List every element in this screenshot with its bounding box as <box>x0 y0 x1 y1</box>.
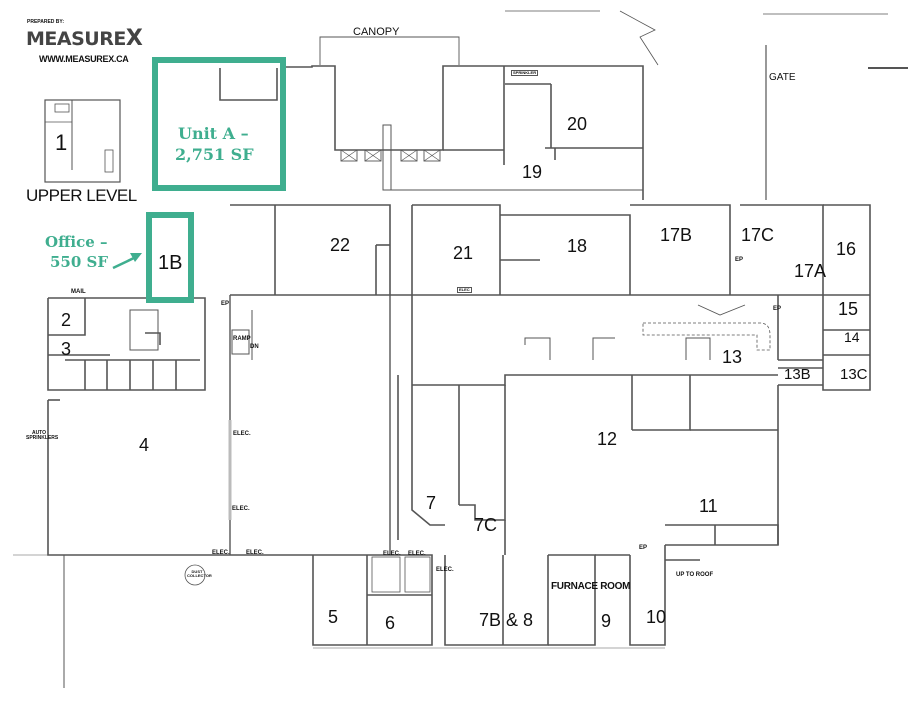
unit-label-17c[interactable]: 17C <box>741 225 775 245</box>
arrow-icon <box>112 253 142 270</box>
unit-label-10[interactable]: 10 <box>646 607 667 627</box>
elec-label-7: ELEC. <box>408 551 426 557</box>
unit-label-4[interactable]: 4 <box>139 435 150 455</box>
unit-label-17a[interactable]: 17A <box>794 261 827 281</box>
up-to-roof-label: UP TO ROOF <box>676 572 714 578</box>
measurex-logo: MEASUREX <box>26 26 143 51</box>
unit-label-7c[interactable]: 7C <box>474 515 498 535</box>
unit-label-2[interactable]: 2 <box>61 310 72 330</box>
unit-a-area: 2,751 SF <box>175 145 254 164</box>
elec-label-1: ELEC. <box>233 431 251 437</box>
dn-label: DN <box>250 344 259 350</box>
elec-label-4: ELEC. <box>212 550 230 556</box>
ep-label-1: EP <box>221 301 230 307</box>
upper-level-title: UPPER LEVEL <box>26 186 137 205</box>
unit-label-17b[interactable]: 17B <box>660 225 693 245</box>
unit-label-13[interactable]: 13 <box>722 347 743 367</box>
unit-label-6[interactable]: 6 <box>385 613 396 633</box>
unit-label-18[interactable]: 18 <box>567 236 588 256</box>
canopy-label: CANOPY <box>353 26 400 38</box>
website-link[interactable]: WWW.MEASUREX.CA <box>39 54 129 64</box>
unit-label-16[interactable]: 16 <box>836 239 857 259</box>
unit-label-14[interactable]: 14 <box>844 329 860 345</box>
unit-label-20[interactable]: 20 <box>567 114 588 134</box>
auto-sprinklers-label: AUTO SPRINKLERS <box>26 430 59 441</box>
unit-label-19[interactable]: 19 <box>522 162 543 182</box>
unit-label-15[interactable]: 15 <box>838 299 859 319</box>
elec-label-6: ELEC. <box>383 551 401 557</box>
mail-label: MAIL <box>71 289 86 295</box>
elec-box-label: ELEC <box>457 287 472 293</box>
ep-label-3: EP <box>773 306 782 312</box>
gate-label: GATE <box>769 72 796 83</box>
unit-label-9[interactable]: 9 <box>601 611 612 631</box>
unit-label-1: 1 <box>55 130 68 155</box>
office-highlight[interactable] <box>146 212 194 303</box>
office-title: Office – <box>45 233 108 251</box>
unit-label-7[interactable]: 7 <box>426 493 437 513</box>
sprinkler-room-label: SPRINKLER <box>511 70 539 76</box>
unit-label-1b[interactable]: 1B <box>158 252 183 274</box>
unit-label-22[interactable]: 22 <box>330 235 351 255</box>
unit-label-11[interactable]: 11 <box>699 496 718 516</box>
unit-label-13c[interactable]: 13C <box>840 366 868 383</box>
furnace-room-label: FURNACE ROOM <box>551 581 631 592</box>
unit-label-3[interactable]: 3 <box>61 339 72 359</box>
prepared-by-label: PREPARED BY: <box>27 19 65 25</box>
ep-label-4: EP <box>639 545 648 551</box>
logo-text: MEASURE <box>26 28 126 50</box>
unit-label-12[interactable]: 12 <box>597 429 618 449</box>
elec-label-3: ELEC. <box>246 550 264 556</box>
unit-a-highlight[interactable] <box>152 57 286 191</box>
unit-label-5[interactable]: 5 <box>328 607 339 627</box>
ep-label-2: EP <box>735 257 744 263</box>
dust-collector-label: DUST COLLECTOR <box>187 569 212 578</box>
elec-label-2: ELEC. <box>232 506 250 512</box>
unit-label-7b-8[interactable]: 7B & 8 <box>479 610 534 630</box>
elec-label-5: ELEC. <box>436 567 454 573</box>
office-area: 550 SF <box>50 253 109 271</box>
ramp-label: RAMP <box>233 336 251 342</box>
unit-label-13b[interactable]: 13B <box>784 366 811 383</box>
logo-x-icon: X <box>125 26 143 51</box>
unit-a-title: Unit A – <box>178 124 249 143</box>
unit-label-21[interactable]: 21 <box>453 243 474 263</box>
